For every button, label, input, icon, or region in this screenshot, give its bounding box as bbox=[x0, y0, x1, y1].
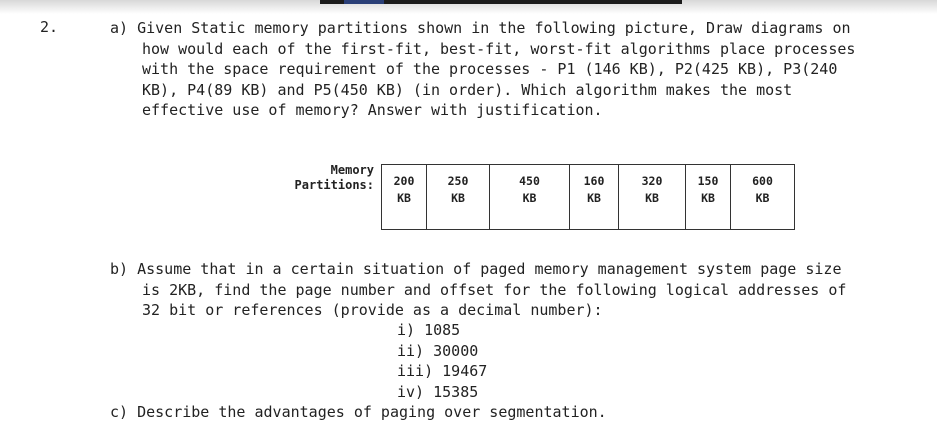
address-item: i) 1085 bbox=[397, 321, 461, 339]
partition-unit: KB bbox=[701, 191, 715, 205]
part-a-line: KB), P4(89 KB) and P5(450 KB) (in order)… bbox=[142, 80, 793, 99]
partition-cell: 450 KB bbox=[490, 164, 570, 230]
part-b-text: b) Assume that in a certain situation of… bbox=[110, 259, 920, 321]
partition-unit: KB bbox=[397, 191, 411, 205]
partition-size: 600 bbox=[752, 174, 773, 188]
part-b-line: b) Assume that in a certain situation of… bbox=[110, 260, 842, 278]
partition-cell: 320 KB bbox=[619, 164, 686, 230]
partition-size: 450 bbox=[519, 174, 540, 188]
partition-unit: KB bbox=[522, 191, 537, 205]
memory-partition-table: 200 KB 250 KB 450 KB 160 KB 320 KB 150 K… bbox=[381, 164, 795, 230]
address-item: ii) 30000 bbox=[397, 341, 479, 360]
part-a-line: a) Given Static memory partitions shown … bbox=[110, 19, 851, 37]
partition-size: 200 bbox=[393, 174, 415, 188]
partition-cell: 600 KB bbox=[731, 164, 795, 230]
partition-cell: 200 KB bbox=[382, 164, 427, 230]
partition-cell: 250 KB bbox=[427, 164, 490, 230]
part-b-line: is 2KB, find the page number and offset … bbox=[142, 280, 847, 299]
part-a-line: effective use of memory? Answer with jus… bbox=[142, 101, 603, 119]
top-toolbar-accent bbox=[344, 0, 384, 4]
partition-size: 150 bbox=[697, 174, 719, 188]
question-number: 2. bbox=[40, 18, 59, 36]
address-item: iii) 19467 bbox=[397, 362, 488, 380]
partition-cell: 160 KB bbox=[570, 164, 619, 230]
part-b-line: 32 bit or references (provide as a decim… bbox=[142, 301, 603, 319]
address-list: i) 1085 ii) 30000 iii) 19467 iv) 15385 bbox=[397, 320, 487, 402]
address-item: iv) 15385 bbox=[397, 382, 479, 401]
part-a-line: how would each of the first-fit, best-fi… bbox=[142, 39, 856, 58]
part-a-text: a) Given Static memory partitions shown … bbox=[110, 18, 920, 121]
top-toolbar-strip bbox=[320, 0, 682, 4]
partition-unit: KB bbox=[645, 191, 659, 205]
partition-size: 250 bbox=[447, 174, 469, 188]
partition-size: 320 bbox=[641, 174, 663, 188]
partition-size: 160 bbox=[583, 174, 605, 188]
partition-cell: 150 KB bbox=[686, 164, 731, 230]
memory-partitions-label: Memory Partitions: bbox=[274, 163, 374, 193]
part-a-line: with the space requirement of the proces… bbox=[142, 60, 838, 78]
top-shadow bbox=[0, 0, 937, 14]
memory-label-line: Memory bbox=[330, 163, 374, 177]
memory-label-line: Partitions: bbox=[294, 178, 374, 192]
partition-unit: KB bbox=[755, 191, 770, 205]
partition-unit: KB bbox=[451, 191, 465, 205]
part-c-text: c) Describe the advantages of paging ove… bbox=[110, 403, 607, 421]
partition-unit: KB bbox=[587, 191, 601, 205]
